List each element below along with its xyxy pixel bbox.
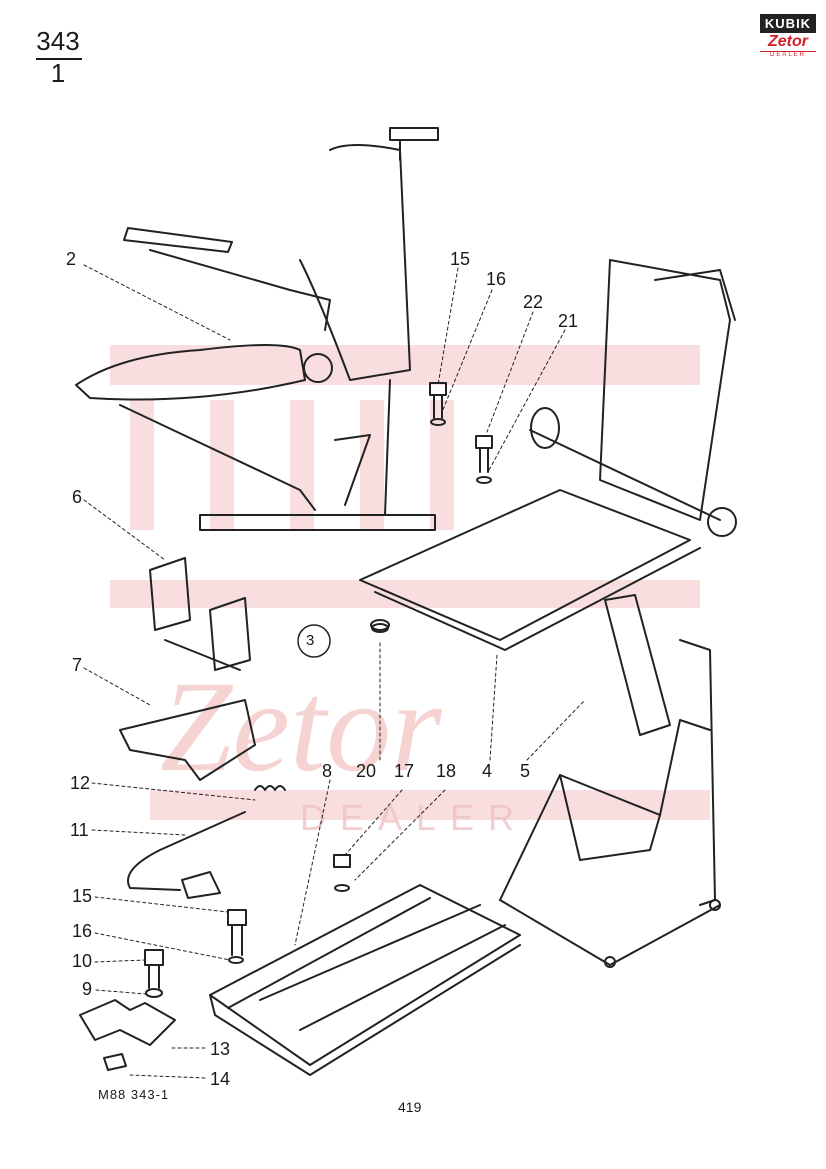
- clamp-plate: [79, 999, 176, 1071]
- suspension-base: [499, 594, 721, 968]
- logo-brand: KUBIK: [760, 14, 816, 33]
- callout-18: 18: [436, 761, 457, 781]
- callout-11: 11: [70, 820, 89, 840]
- section-sub-number: 1: [50, 58, 66, 88]
- fraction-rule: [36, 58, 82, 60]
- leader-lines: [83, 264, 586, 1079]
- seat-frame: [359, 259, 737, 651]
- callout-15-bottom: 15: [72, 886, 93, 906]
- callout-4: 4: [482, 761, 493, 781]
- kubik-zetor-logo: KUBIK Zetor DEALER: [760, 14, 816, 60]
- callout-22: 22: [523, 292, 544, 312]
- slide-rail: [209, 884, 521, 1076]
- callout-16-top: 16: [486, 269, 507, 289]
- group-label: 3: [306, 632, 315, 649]
- logo-sub: DEALER: [760, 51, 816, 58]
- callout-7: 7: [72, 655, 83, 675]
- watermark-dealer: DEALER: [300, 797, 528, 838]
- callout-21: 21: [558, 311, 579, 331]
- callout-13: 13: [210, 1039, 231, 1059]
- upper-bolts: [429, 382, 493, 484]
- logo-name: Zetor: [768, 33, 808, 50]
- callout-14: 14: [210, 1069, 231, 1089]
- callout-9: 9: [82, 979, 93, 999]
- callout-10: 10: [72, 951, 93, 971]
- callout-20: 20: [356, 761, 377, 781]
- callout-12: 12: [70, 773, 91, 793]
- callout-2: 2: [66, 249, 77, 269]
- lower-bolts: [144, 619, 390, 998]
- brackets: [119, 557, 256, 781]
- callout-6: 6: [72, 487, 83, 507]
- callout-15-top: 15: [450, 249, 471, 269]
- rod-and-spring: [127, 785, 286, 899]
- section-number: 343: [36, 26, 80, 56]
- callout-17: 17: [394, 761, 415, 781]
- callout-8: 8: [322, 761, 333, 781]
- page-number: 419: [398, 1099, 422, 1115]
- figure-code: M88 343-1: [98, 1087, 170, 1102]
- callout-16-bottom: 16: [72, 921, 93, 941]
- seat-assembly: [75, 127, 439, 531]
- group-circle: [297, 624, 331, 658]
- callout-5: 5: [520, 761, 531, 781]
